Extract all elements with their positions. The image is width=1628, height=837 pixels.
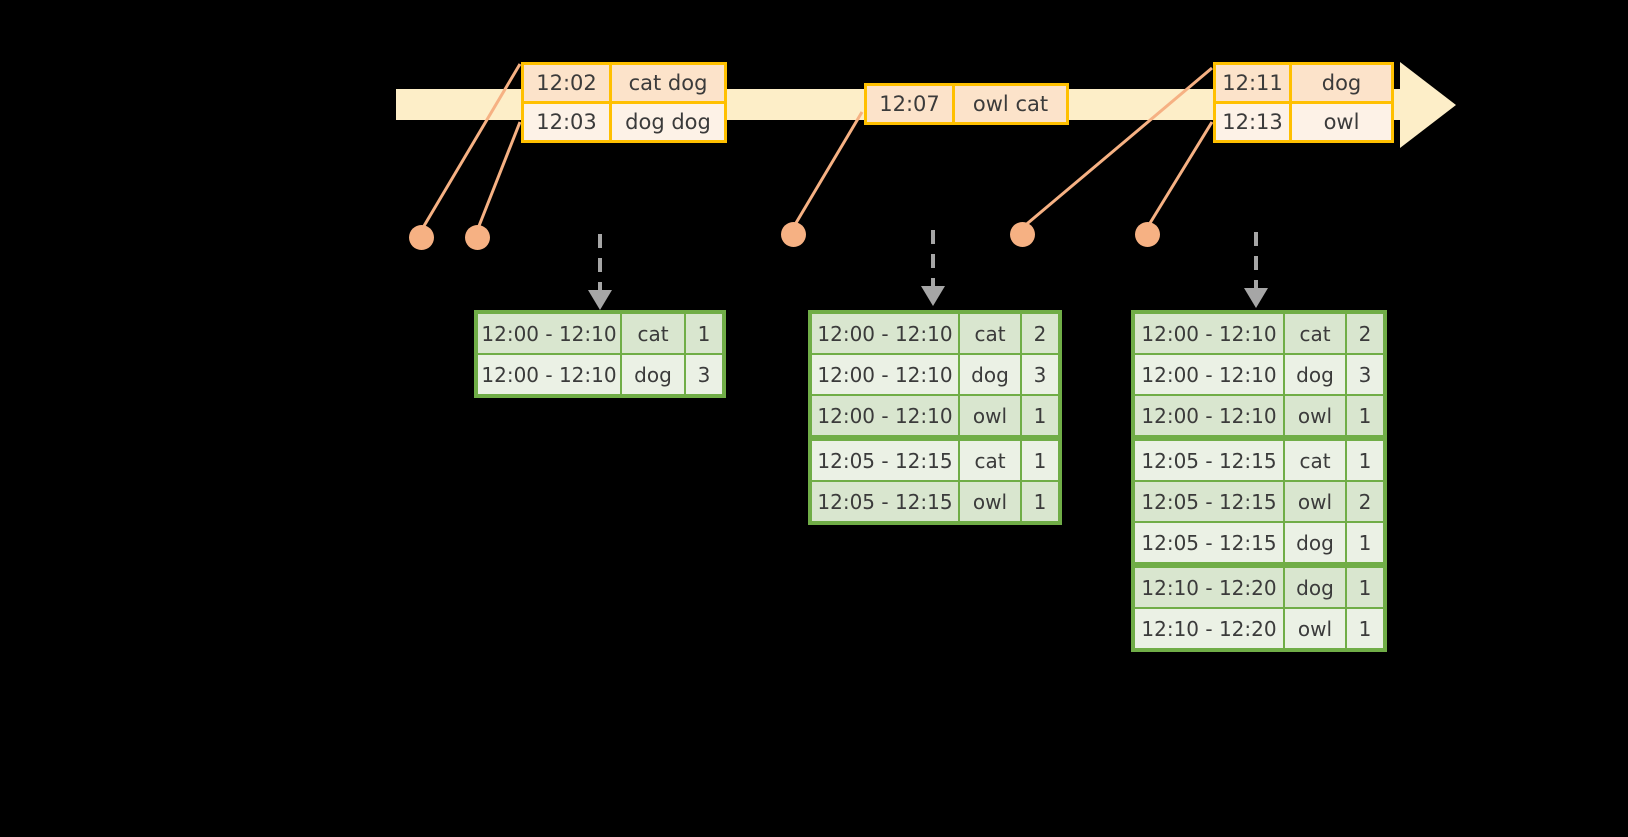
event-words: dog [1321, 71, 1362, 95]
connector-dot-3 [781, 222, 806, 247]
cell-count: 1 [1347, 568, 1383, 607]
event-time: 12:07 [867, 86, 955, 122]
event-words: owl [1323, 110, 1360, 134]
table-group-separator [1135, 437, 1383, 441]
cell-word: cat [960, 441, 1020, 480]
cell-word: owl [960, 482, 1020, 521]
event-time: 12:03 [524, 104, 612, 140]
cell-count: 1 [1022, 441, 1058, 480]
cell-count: 2 [1347, 314, 1383, 353]
event-row: 12:11 dog [1216, 65, 1391, 101]
cell-word: owl [1285, 609, 1345, 648]
event-group-b[interactable]: 12:07 owl cat [864, 83, 1069, 125]
cell-count: 1 [1347, 396, 1383, 435]
timeline-arrowhead-icon [1400, 62, 1456, 148]
cell-count: 1 [1347, 609, 1383, 648]
connector-dot-2 [465, 225, 490, 250]
cell-window-range: 12:00 - 12:10 [812, 355, 958, 394]
connector-dot-5 [1135, 222, 1160, 247]
dashed-arrow-2 [921, 230, 945, 306]
cell-word: owl [1285, 482, 1345, 521]
event-words: dog dog [625, 110, 711, 134]
cell-count: 3 [686, 355, 722, 394]
event-words: cat dog [628, 71, 708, 95]
cell-word: dog [1285, 523, 1345, 562]
cell-count: 2 [1022, 314, 1058, 353]
cell-word: cat [960, 314, 1020, 353]
cell-count: 1 [1347, 441, 1383, 480]
cell-word: dog [622, 355, 684, 394]
cell-window-range: 12:05 - 12:15 [812, 441, 958, 480]
cell-count: 3 [1022, 355, 1058, 394]
cell-word: cat [1285, 441, 1345, 480]
cell-count: 3 [1347, 355, 1383, 394]
cell-window-range: 12:00 - 12:10 [1135, 314, 1283, 353]
connector-dot-4 [1010, 222, 1035, 247]
event-row: 12:13 owl [1216, 101, 1391, 140]
cell-window-range: 12:00 - 12:10 [812, 314, 958, 353]
table-group-separator [812, 437, 1058, 441]
cell-count: 2 [1347, 482, 1383, 521]
cell-window-range: 12:00 - 12:10 [478, 355, 620, 394]
cell-window-range: 12:00 - 12:10 [1135, 396, 1283, 435]
cell-window-range: 12:00 - 12:10 [1135, 355, 1283, 394]
event-time: 12:11 [1216, 65, 1292, 101]
cell-word: cat [622, 314, 684, 353]
cell-word: owl [1285, 396, 1345, 435]
dashed-arrow-3 [1244, 232, 1268, 308]
cell-word: owl [960, 396, 1020, 435]
dashed-arrow-1 [588, 234, 612, 310]
cell-count: 1 [686, 314, 722, 353]
cell-count: 1 [1347, 523, 1383, 562]
event-words: owl cat [972, 92, 1049, 116]
event-row: 12:03 dog dog [524, 101, 724, 140]
cell-word: cat [1285, 314, 1345, 353]
connector-dot-1 [409, 225, 434, 250]
cell-window-range: 12:05 - 12:15 [1135, 441, 1283, 480]
cell-count: 1 [1022, 482, 1058, 521]
cell-word: dog [1285, 355, 1345, 394]
event-group-c[interactable]: 12:11 dog 12:13 owl [1213, 62, 1394, 143]
cell-window-range: 12:10 - 12:20 [1135, 609, 1283, 648]
cell-window-range: 12:10 - 12:20 [1135, 568, 1283, 607]
cell-window-range: 12:00 - 12:10 [812, 396, 958, 435]
cell-word: dog [960, 355, 1020, 394]
event-row: 12:07 owl cat [867, 86, 1066, 122]
cell-window-range: 12:05 - 12:15 [812, 482, 958, 521]
event-time: 12:02 [524, 65, 612, 101]
event-row: 12:02 cat dog [524, 65, 724, 101]
cell-window-range: 12:05 - 12:15 [1135, 523, 1283, 562]
cell-word: dog [1285, 568, 1345, 607]
cell-window-range: 12:00 - 12:10 [478, 314, 620, 353]
table-group-separator [1135, 564, 1383, 568]
cell-count: 1 [1022, 396, 1058, 435]
cell-window-range: 12:05 - 12:15 [1135, 482, 1283, 521]
event-time: 12:13 [1216, 104, 1292, 140]
event-group-a[interactable]: 12:02 cat dog 12:03 dog dog [521, 62, 727, 143]
